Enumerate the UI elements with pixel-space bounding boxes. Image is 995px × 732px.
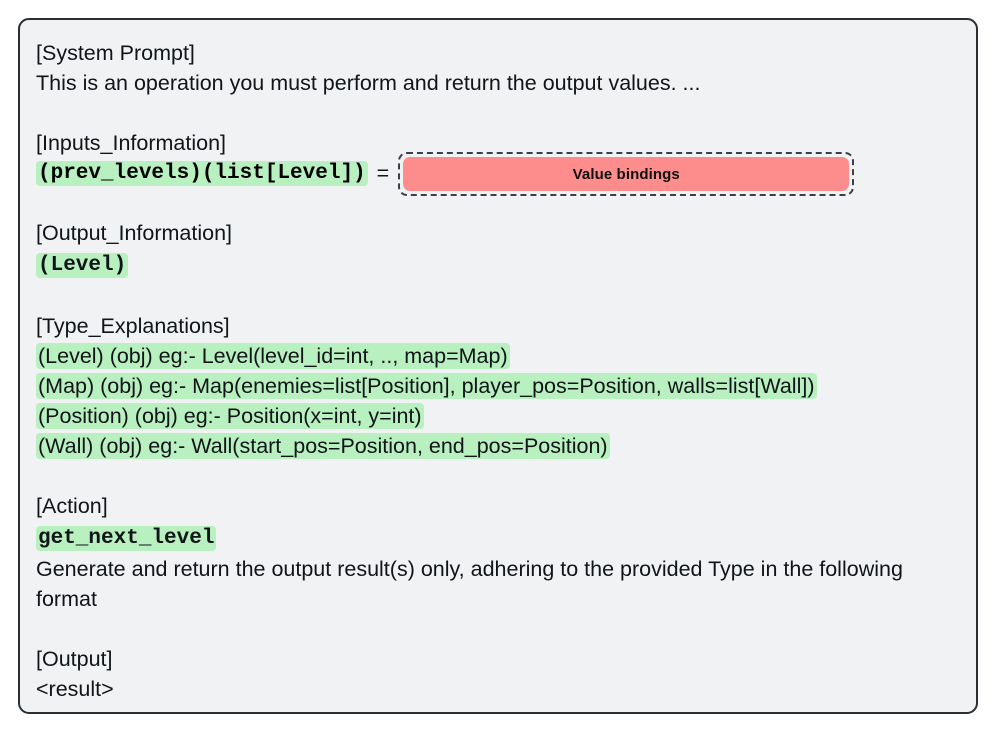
value-bindings-box[interactable]: Value bindings	[398, 152, 855, 196]
equals-sign: =	[376, 160, 390, 185]
prompt-card: [System Prompt] This is an operation you…	[18, 18, 978, 714]
action-name-line: get_next_level	[36, 521, 960, 554]
type-explanation-level: (Level) (obj) eg:- Level(level_id=int, .…	[36, 343, 510, 369]
output-placeholder: <result>	[36, 677, 114, 701]
output-type: (Level)	[36, 253, 129, 278]
system-prompt-header: [System Prompt]	[36, 41, 195, 65]
type-explanation-wall: (Wall) (obj) eg:- Wall(start_pos=Positio…	[36, 433, 610, 459]
type-explanation-line: (Position) (obj) eg:- Position(x=int, y=…	[36, 401, 960, 431]
type-explanation-line: (Wall) (obj) eg:- Wall(start_pos=Positio…	[36, 431, 960, 461]
type-explanations-header: [Type_Explanations]	[36, 314, 230, 338]
spacer-5	[36, 614, 960, 644]
inputs-information-header: [Inputs_Information]	[36, 131, 227, 155]
action-header: [Action]	[36, 494, 108, 518]
type-explanation-position: (Position) (obj) eg:- Position(x=int, y=…	[36, 403, 424, 429]
value-bindings-fill	[403, 157, 850, 191]
value-bindings-label: Value bindings	[572, 165, 680, 183]
spacer-1	[36, 98, 960, 128]
spacer-3	[36, 281, 960, 311]
type-explanation-map: (Map) (obj) eg:- Map(enemies=list[Positi…	[36, 373, 817, 399]
output-information-type-line: (Level)	[36, 248, 960, 281]
system-prompt-text: This is an operation you must perform an…	[36, 71, 701, 95]
output-information-header: [Output_Information]	[36, 221, 232, 245]
output-header: [Output]	[36, 647, 113, 671]
type-explanation-line: (Map) (obj) eg:- Map(enemies=list[Positi…	[36, 371, 960, 401]
action-instruction: Generate and return the output result(s)…	[36, 557, 903, 611]
action-name: get_next_level	[36, 526, 217, 551]
inputs-binding-row: (prev_levels)(list[Level]) = Value bindi…	[36, 152, 960, 196]
input-signature: (prev_levels)(list[Level])	[36, 160, 368, 186]
type-explanation-line: (Level) (obj) eg:- Level(level_id=int, .…	[36, 341, 960, 371]
spacer-4	[36, 461, 960, 491]
